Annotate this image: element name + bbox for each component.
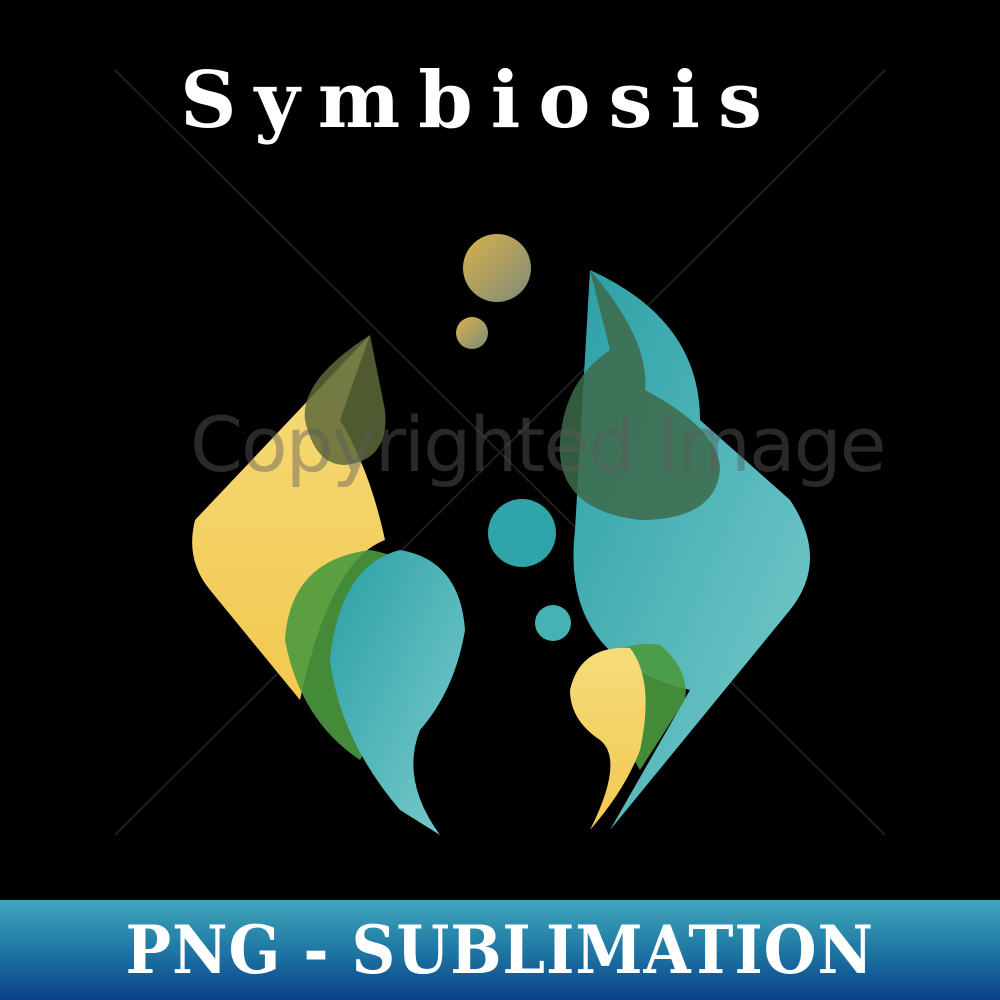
banner-label: PNG - SUBLIMATION: [125, 911, 875, 989]
bubble-teal-medium: [488, 499, 556, 567]
artwork-title: Symbiosis: [180, 55, 780, 146]
left-olive-drop: [304, 335, 386, 465]
bubble-small-gold: [456, 317, 488, 349]
right-yellow-drop: [570, 647, 646, 830]
right-olive-drop: [559, 270, 720, 520]
bubble-large-gold: [463, 234, 531, 302]
left-teal-drop: [330, 550, 465, 835]
format-banner: PNG - SUBLIMATION: [0, 900, 1000, 1000]
bubble-teal-small: [535, 605, 571, 641]
watermark-cross-lines: [114, 69, 886, 836]
watermark-text: Copyrighted Image: [190, 400, 887, 489]
